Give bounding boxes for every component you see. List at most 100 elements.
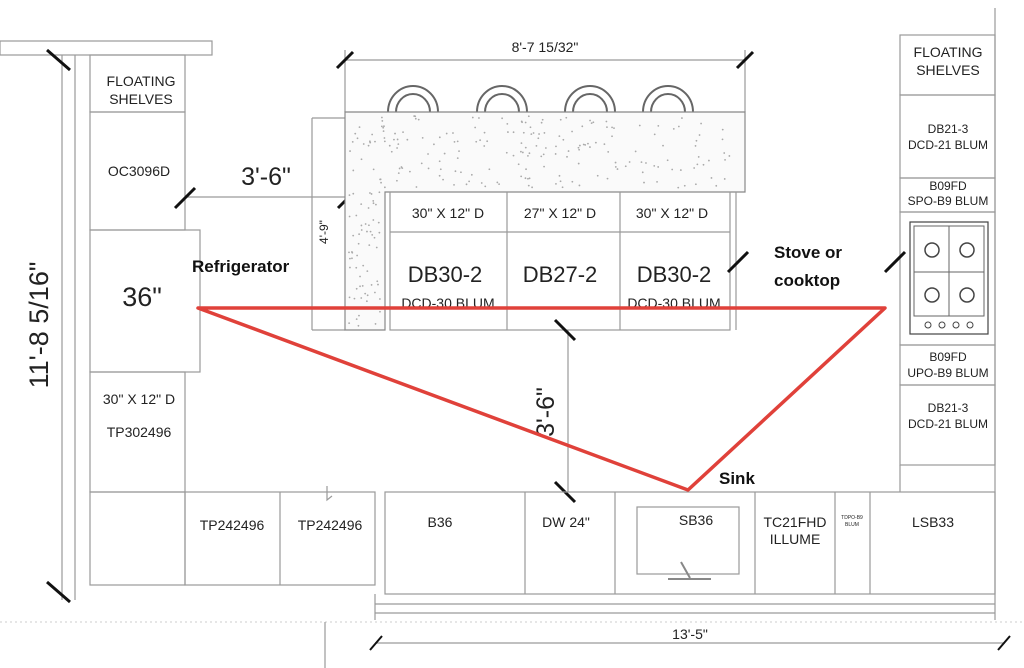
countertop-speckle bbox=[656, 180, 658, 183]
countertop-speckle bbox=[567, 150, 570, 152]
countertop-speckle bbox=[396, 138, 399, 141]
countertop-speckle bbox=[715, 184, 718, 187]
countertop-speckle bbox=[541, 118, 544, 121]
countertop-speckle bbox=[351, 257, 353, 260]
island-cabinet-code: DB30-2 bbox=[408, 262, 483, 287]
countertop-speckle bbox=[582, 143, 585, 146]
countertop-speckle bbox=[396, 147, 398, 149]
dim-tick bbox=[46, 580, 71, 604]
countertop-speckle bbox=[388, 144, 391, 147]
countertop-speckle bbox=[530, 133, 533, 135]
countertop-speckle bbox=[383, 186, 386, 189]
cabinet-code: B09FD bbox=[929, 179, 967, 193]
countertop-speckle bbox=[359, 275, 361, 278]
stove-label: Stove or bbox=[774, 243, 842, 262]
countertop-speckle bbox=[382, 130, 385, 133]
countertop-speckle bbox=[475, 140, 478, 143]
dim-tick bbox=[173, 186, 197, 210]
countertop-speckle bbox=[558, 135, 561, 137]
countertop-speckle bbox=[521, 121, 523, 124]
countertop-speckle bbox=[470, 173, 473, 176]
floating-shelves-label: FLOATING bbox=[107, 73, 176, 89]
right-wall-cabinets: FLOATING SHELVES DB21-3 DCD-21 BLUM B09F… bbox=[899, 34, 996, 492]
countertop-speckle bbox=[559, 118, 562, 121]
countertop-speckle bbox=[468, 180, 471, 183]
countertop-speckle bbox=[638, 124, 641, 127]
overall-width-dimension: 13'-5" bbox=[672, 626, 708, 642]
countertop-speckle bbox=[366, 270, 369, 272]
countertop-speckle bbox=[512, 154, 515, 157]
countertop-speckle bbox=[456, 140, 459, 143]
countertop-speckle bbox=[393, 138, 395, 141]
countertop-speckle bbox=[506, 122, 509, 125]
countertop-speckle bbox=[364, 223, 367, 225]
countertop-speckle bbox=[402, 131, 404, 134]
countertop-speckle bbox=[379, 298, 381, 300]
countertop-speckle bbox=[657, 124, 660, 127]
dim-tick bbox=[726, 250, 750, 274]
countertop-speckle bbox=[641, 171, 644, 174]
countertop-speckle bbox=[348, 194, 351, 197]
countertop-speckle bbox=[571, 130, 573, 133]
countertop-speckle bbox=[380, 181, 382, 184]
countertop-speckle bbox=[456, 157, 459, 160]
countertop-speckle bbox=[496, 181, 499, 184]
floating-shelves-label: SHELVES bbox=[109, 91, 173, 107]
pantry-code-label: TP302496 bbox=[107, 424, 172, 440]
dim-tick bbox=[335, 50, 355, 70]
countertop-speckle bbox=[370, 284, 373, 286]
countertop-speckle bbox=[592, 121, 595, 124]
countertop-speckle bbox=[460, 171, 462, 174]
countertop-speckle bbox=[380, 125, 383, 128]
countertop-speckle bbox=[360, 203, 363, 206]
countertop-speckle bbox=[474, 126, 477, 129]
dim-tick bbox=[735, 50, 755, 70]
countertop-speckle bbox=[679, 169, 682, 171]
countertop-speckle bbox=[379, 310, 381, 313]
countertop-speckle bbox=[360, 229, 363, 231]
countertop-speckle bbox=[396, 179, 398, 182]
countertop-speckle bbox=[594, 141, 597, 144]
countertop-speckle bbox=[607, 151, 610, 153]
countertop-speckle bbox=[677, 186, 680, 189]
countertop-speckle bbox=[486, 140, 489, 143]
countertop-speckle bbox=[368, 140, 371, 143]
countertop-speckle bbox=[453, 183, 455, 186]
countertop-speckle bbox=[555, 145, 557, 148]
countertop-speckle bbox=[527, 115, 530, 118]
countertop-speckle bbox=[359, 285, 361, 288]
countertop-speckle bbox=[360, 158, 363, 161]
countertop-speckle bbox=[524, 177, 527, 180]
countertop-speckle bbox=[367, 144, 370, 147]
countertop-speckle bbox=[479, 139, 482, 142]
countertop-speckle bbox=[584, 144, 587, 146]
countertop-speckle bbox=[498, 183, 500, 186]
countertop-speckle bbox=[554, 153, 557, 155]
left-wall-cabinets: FLOATING SHELVES OC3096D 36" 30" X 12" D… bbox=[89, 54, 201, 586]
island-width-dimension: 8'-7 15/32" bbox=[512, 39, 579, 55]
countertop-speckle bbox=[421, 136, 424, 139]
countertop-speckle bbox=[478, 117, 480, 119]
countertop-speckle bbox=[394, 132, 396, 135]
countertop-speckle bbox=[562, 138, 565, 141]
countertop-speckle bbox=[351, 141, 354, 143]
countertop-speckle bbox=[409, 170, 411, 173]
island-depth-dimension: 4'-9" bbox=[317, 220, 331, 244]
countertop-speckle bbox=[352, 234, 355, 237]
countertop-speckle bbox=[566, 155, 568, 158]
countertop-speckle bbox=[370, 193, 373, 195]
countertop-speckle bbox=[721, 128, 724, 131]
countertop-speckle bbox=[371, 233, 374, 236]
countertop-speckle bbox=[374, 291, 376, 294]
island-header: 30" X 12" D bbox=[412, 205, 484, 221]
top-left-counter bbox=[0, 40, 213, 56]
countertop-speckle bbox=[484, 185, 487, 188]
countertop-speckle bbox=[611, 126, 613, 129]
countertop-speckle bbox=[555, 183, 557, 185]
countertop-speckle bbox=[529, 126, 532, 129]
countertop-speckle bbox=[483, 145, 486, 147]
countertop-speckle bbox=[400, 166, 403, 168]
dim-tick bbox=[883, 250, 907, 274]
countertop-speckle bbox=[368, 244, 371, 247]
countertop-speckle bbox=[483, 131, 486, 134]
